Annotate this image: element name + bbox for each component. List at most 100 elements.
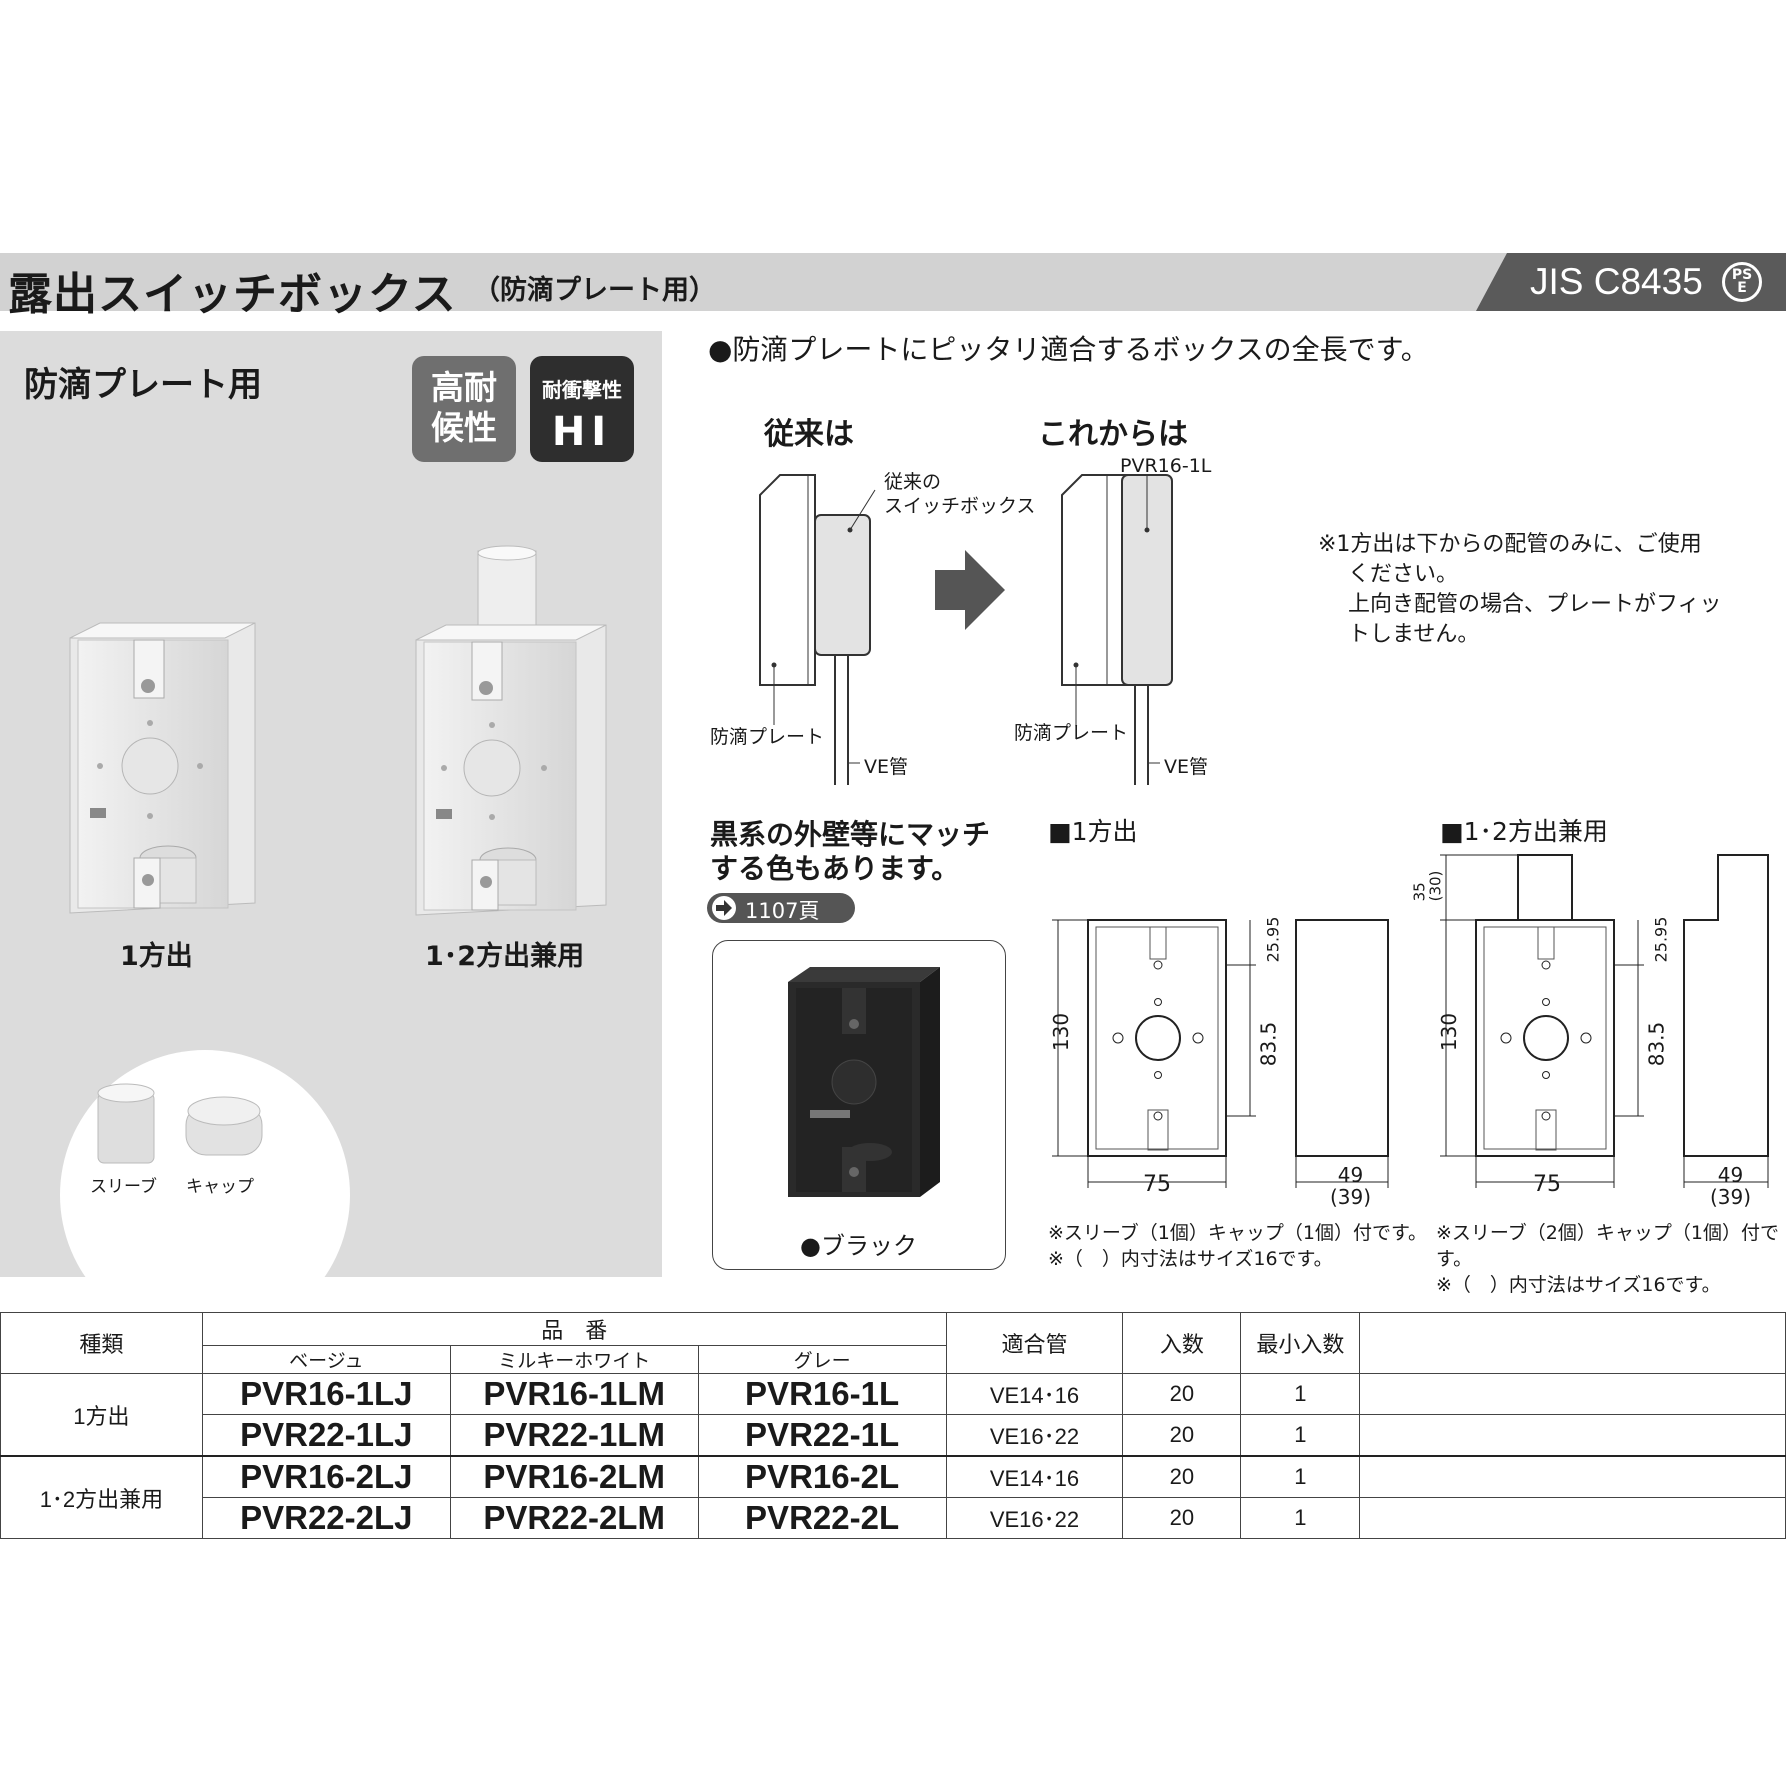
part-gray: PVR22-1L <box>697 1414 947 1457</box>
panel-title: 防滴プレート用 <box>24 365 262 405</box>
type-cell: 1方出 <box>0 1373 203 1457</box>
two-way-drawing-title: ■1･2方出兼用 <box>1440 817 1608 846</box>
part-beige: PVR22-1LJ <box>201 1414 451 1457</box>
one-way-dimension-drawing <box>1052 919 1389 1188</box>
page-reference-text: 1107頁 <box>745 899 820 923</box>
weather-resistance-badge: 高耐 候性 <box>412 356 516 462</box>
part-beige: PVR16-2LJ <box>201 1455 451 1498</box>
fit-comparison-diagram <box>759 474 1173 785</box>
two-way-top-offset: 25.95 <box>1651 916 1671 963</box>
black-variant-text-1: 黒系の外壁等にマッチ <box>710 818 991 851</box>
badge-weather-line2: 候性 <box>431 408 497 447</box>
th-type: 種類 <box>0 1312 203 1374</box>
part-beige: PVR22-2LJ <box>201 1497 451 1539</box>
page-title: 露出スイッチボックス <box>8 269 457 320</box>
before-title: 従来は <box>764 417 854 452</box>
cap-label: キャップ <box>186 1177 254 1197</box>
th-qty: 入数 <box>1122 1312 1242 1374</box>
usage-note: ※1方出は下からの配管のみに、ご使用 ください。 上向き配管の場合、プレートがフ… <box>1318 530 1722 650</box>
two-way-dimension-drawing <box>1440 854 1769 1188</box>
arrow-right-icon <box>712 896 736 920</box>
one-way-drawing-title: ■1方出 <box>1048 817 1138 846</box>
page-subtitle: （防滴プレート用） <box>473 275 716 306</box>
two-way-note-2: ※（ ）内寸法はサイズ16です。 <box>1436 1274 1721 1296</box>
one-way-photo-label: 1方出 <box>120 941 193 972</box>
old-box-label-1: 従来の <box>884 471 942 493</box>
qty-cell: 20 <box>1122 1497 1242 1539</box>
one-way-top-offset: 25.95 <box>1263 916 1283 963</box>
black-variant-text: 黒系の外壁等にマッチ する色もあります。 <box>710 818 990 886</box>
one-way-note-1: ※スリーブ（1個）キャップ（1個）付です。 <box>1048 1222 1428 1244</box>
usage-note-4: トしません。 <box>1348 622 1480 647</box>
th-gray: グレー <box>697 1345 947 1374</box>
after-pipe-label: VE管 <box>1164 756 1209 778</box>
table-row: 1方出 PVR16-1LJ PVR16-1LM PVR16-1L VE14･16… <box>0 1373 1786 1457</box>
one-way-depth-alt: (39) <box>1330 1185 1372 1209</box>
badge-impact-label: 耐衝撃性 <box>542 378 622 402</box>
qty-cell: 20 <box>1122 1414 1242 1457</box>
minqty-cell: 1 <box>1240 1455 1361 1498</box>
part-milky: PVR16-2LM <box>449 1455 699 1498</box>
two-way-depth-value: 49 <box>1717 1163 1744 1187</box>
th-beige: ベージュ <box>201 1345 451 1374</box>
two-way-box-photo <box>415 545 607 916</box>
old-box-label: 従来の スイッチボックス <box>884 470 1035 518</box>
after-plate-label: 防滴プレート <box>1014 722 1129 744</box>
one-way-notes: ※スリーブ（1個）キャップ（1個）付です。 ※（ ）内寸法はサイズ16です。 <box>1048 1220 1427 1272</box>
two-way-tube-height-value: 35 <box>1410 882 1429 902</box>
two-way-depth: 49 (39) <box>1710 1164 1751 1208</box>
minqty-cell: 1 <box>1240 1497 1361 1539</box>
th-milky: ミルキーホワイト <box>449 1345 699 1374</box>
blank-cell <box>1359 1455 1786 1498</box>
fit-heading: ●防滴プレートにピッタリ適合するボックスの全長です。 <box>708 333 1429 366</box>
old-box-label-2: スイッチボックス <box>884 495 1036 517</box>
table-row: 1･2方出兼用 PVR16-2LJ PVR16-2LM PVR16-2L VE1… <box>0 1455 1786 1539</box>
part-milky: PVR22-2LM <box>449 1497 699 1539</box>
two-way-width: 75 <box>1533 1172 1561 1197</box>
minqty-cell: 1 <box>1240 1373 1361 1415</box>
part-gray: PVR16-1L <box>697 1373 947 1415</box>
two-way-notes: ※スリーブ（2個）キャップ（1個）付です。 ※（ ）内寸法はサイズ16です。 <box>1436 1220 1786 1298</box>
before-plate-label: 防滴プレート <box>710 726 825 748</box>
blank-cell <box>1359 1497 1786 1539</box>
one-way-pitch: 83.5 <box>1256 1021 1281 1067</box>
usage-note-1: ※1方出は下からの配管のみに、ご使用 <box>1318 532 1702 557</box>
two-way-note-1: ※スリーブ（2個）キャップ（1個）付です。 <box>1436 1222 1779 1270</box>
black-variant-label: ●ブラック <box>800 1232 917 1260</box>
usage-note-3: 上向き配管の場合、プレートがフィッ <box>1348 592 1722 617</box>
two-way-tube-height-alt: (30) <box>1426 870 1445 902</box>
badge-impact-grade: HI <box>551 409 613 455</box>
new-box-model: PVR16-1L <box>1120 455 1212 477</box>
before-pipe-label: VE管 <box>864 756 909 778</box>
qty-cell: 20 <box>1122 1455 1242 1498</box>
pipe-cell: VE14･16 <box>945 1455 1124 1498</box>
jis-standard: JIS C8435 <box>1530 261 1703 302</box>
one-way-depth-value: 49 <box>1337 1163 1364 1187</box>
black-variant-text-2: する色もあります。 <box>710 852 960 885</box>
spec-table: 種類 品 番 適合管 入数 最小入数 ベージュ ミルキーホワイト グレー 1方出… <box>0 1312 1786 1539</box>
part-milky: PVR22-1LM <box>449 1414 699 1457</box>
one-way-width: 75 <box>1143 1172 1171 1197</box>
two-way-depth-alt: (39) <box>1710 1185 1752 1209</box>
one-way-depth: 49 (39) <box>1330 1164 1371 1208</box>
th-part: 品 番 <box>201 1312 947 1346</box>
two-way-photo-label: 1･2方出兼用 <box>425 941 585 972</box>
after-title: これからは <box>1038 417 1188 452</box>
blank-cell <box>1359 1373 1786 1415</box>
pipe-cell: VE16･22 <box>945 1414 1124 1457</box>
part-milky: PVR16-1LM <box>449 1373 699 1415</box>
badge-weather-line1: 高耐 <box>431 368 497 407</box>
usage-note-2: ください。 <box>1348 562 1459 587</box>
blank-cell <box>1359 1414 1786 1457</box>
table-row: PVR22-2LJ PVR22-2LM PVR22-2L VE16･22 20 … <box>1 1497 1786 1539</box>
one-way-box-photo <box>69 622 256 914</box>
black-box-photo <box>788 967 940 1197</box>
table-row: PVR22-1LJ PVR22-1LM PVR22-1L VE16･22 20 … <box>1 1414 1786 1457</box>
pipe-cell: VE14･16 <box>945 1373 1124 1415</box>
th-minqty: 最小入数 <box>1240 1312 1361 1374</box>
impact-resistance-badge: 耐衝撃性 HI <box>530 356 634 462</box>
one-way-height: 130 <box>1049 1012 1074 1052</box>
two-way-pitch: 83.5 <box>1644 1021 1669 1067</box>
page-reference-link[interactable]: 1107頁 <box>707 893 855 923</box>
